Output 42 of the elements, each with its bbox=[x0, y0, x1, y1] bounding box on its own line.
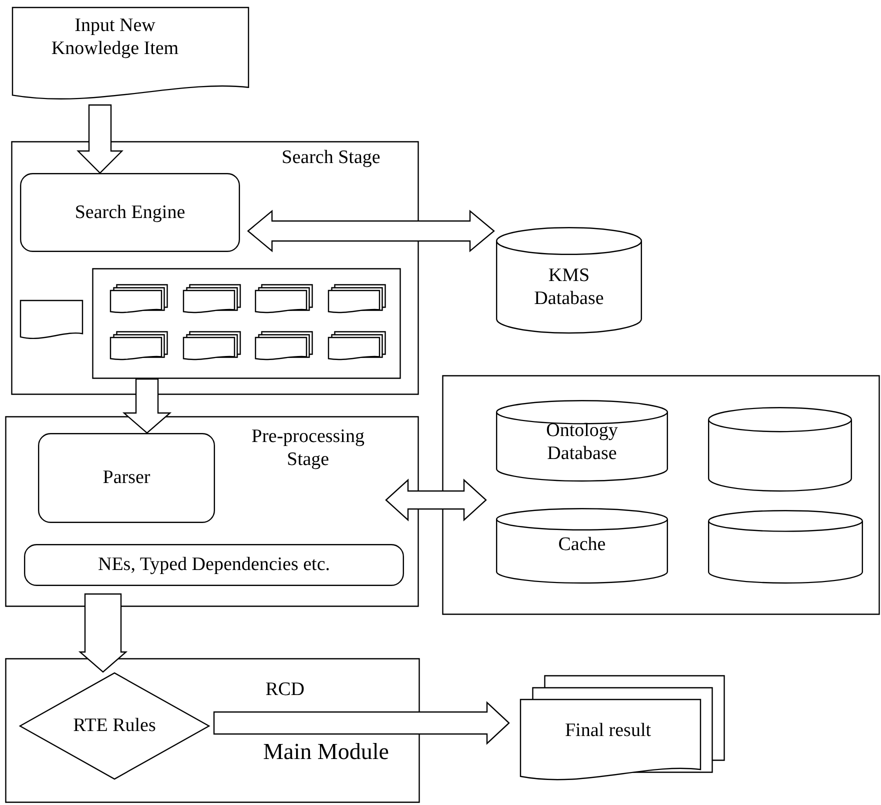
node-label: RCD bbox=[264, 679, 306, 702]
document-stack-icon bbox=[255, 331, 313, 361]
decision-diamond bbox=[20, 673, 209, 779]
document-stack-icon bbox=[328, 331, 386, 361]
block-arrow bbox=[213, 701, 510, 745]
block-arrow bbox=[78, 593, 128, 673]
results-panel bbox=[92, 268, 401, 379]
node-label: Input New Knowledge Item bbox=[50, 15, 180, 61]
process-box bbox=[20, 173, 240, 252]
process-box bbox=[24, 544, 404, 586]
database-cylinder bbox=[496, 227, 642, 333]
node-label: RTE Rules bbox=[72, 714, 157, 738]
document-stack-icon bbox=[183, 331, 241, 361]
document-stack-icon bbox=[110, 331, 168, 361]
stage-panel bbox=[11, 141, 419, 395]
block-arrow bbox=[122, 378, 172, 434]
node-label: KMS Database bbox=[533, 265, 605, 311]
node-label: Ontology Database bbox=[545, 420, 619, 466]
stage-panel bbox=[5, 416, 419, 607]
document-stack-icon bbox=[255, 284, 313, 314]
document-shape bbox=[20, 300, 83, 341]
node-label: Final result bbox=[564, 720, 652, 743]
document-stack-icon bbox=[183, 284, 241, 314]
database-cylinder bbox=[496, 508, 668, 583]
node-label: Pre-processing Stage bbox=[250, 426, 366, 472]
node-label: Parser bbox=[102, 466, 152, 490]
node-label: Main Module bbox=[262, 738, 390, 766]
module-panel bbox=[5, 658, 420, 803]
node-label: NEs, Typed Dependencies etc. bbox=[96, 553, 332, 578]
database-cylinder bbox=[496, 400, 668, 481]
process-box bbox=[38, 433, 215, 523]
block-arrow bbox=[76, 104, 124, 174]
block-arrow bbox=[385, 478, 487, 522]
resources-panel bbox=[442, 375, 880, 615]
database-cylinder bbox=[708, 407, 852, 491]
document-stack-icon bbox=[328, 284, 386, 314]
node-label: Cache bbox=[557, 534, 607, 557]
node-label: Search Stage bbox=[280, 147, 382, 170]
block-arrow bbox=[247, 210, 495, 252]
database-cylinder bbox=[708, 510, 863, 583]
node-label: Search Engine bbox=[74, 200, 186, 225]
document-stack-icon bbox=[110, 284, 168, 314]
